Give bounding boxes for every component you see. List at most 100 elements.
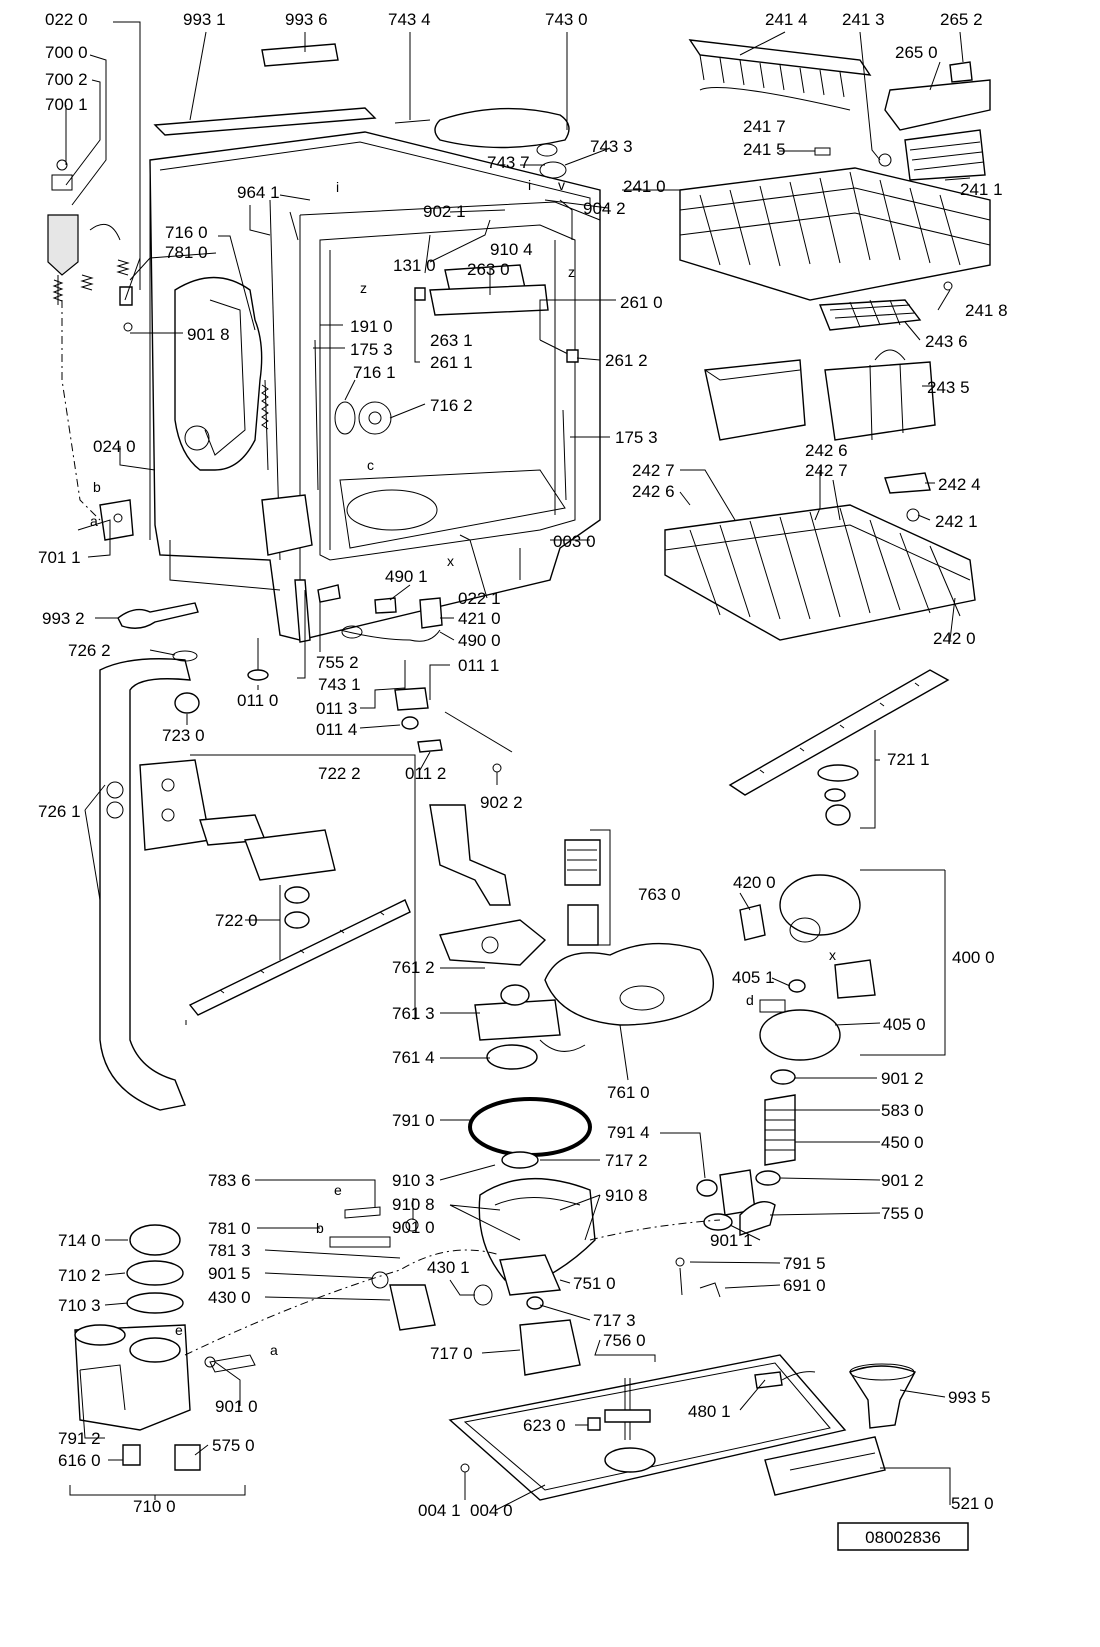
- part-label: 791 4: [607, 1123, 650, 1142]
- part-label: 743 1: [318, 675, 361, 694]
- part-label: 763 0: [638, 885, 681, 904]
- part-label: 241 3: [842, 10, 885, 29]
- part-label: 022 0: [45, 10, 88, 29]
- part-label: 902 2: [480, 793, 523, 812]
- foot-assembly-icon: [247, 638, 513, 773]
- part-label: 261 0: [620, 293, 663, 312]
- dishwasher-tub-icon: [149, 43, 601, 641]
- letter-marker: i: [336, 179, 339, 195]
- part-label: 242 7: [805, 461, 848, 480]
- part-label: 430 1: [427, 1258, 470, 1277]
- part-label: 722 0: [215, 911, 258, 930]
- part-label: 904 2: [583, 199, 626, 218]
- part-label: 241 7: [743, 117, 786, 136]
- part-label: 575 0: [212, 1436, 255, 1455]
- part-label: 791 0: [392, 1111, 435, 1130]
- letter-marker: c: [367, 457, 374, 473]
- part-label: 191 0: [350, 317, 393, 336]
- part-label: 901 5: [208, 1264, 251, 1283]
- part-label: 910 8: [605, 1186, 648, 1205]
- wash-sump-icon: [429, 804, 714, 1376]
- part-label: 011 1: [458, 656, 499, 675]
- part-label: 242 1: [935, 512, 978, 531]
- part-label: 241 5: [743, 140, 786, 159]
- part-label: 241 1: [960, 180, 1003, 199]
- part-label: 263 0: [467, 260, 510, 279]
- part-label: 242 4: [938, 475, 981, 494]
- part-label: 011 3: [316, 699, 357, 718]
- part-label: 714 0: [58, 1231, 101, 1250]
- part-label: 910 8: [392, 1195, 435, 1214]
- part-label: 721 1: [887, 750, 930, 769]
- part-label: 024 0: [93, 437, 136, 456]
- part-label: 743 0: [545, 10, 588, 29]
- base-tray-icon: [448, 1354, 847, 1501]
- part-label: 993 5: [948, 1388, 991, 1407]
- part-label: 022 1: [458, 589, 501, 608]
- part-label: 791 2: [58, 1429, 101, 1448]
- part-label: 743 7: [487, 153, 530, 172]
- part-label: 781 0: [165, 243, 208, 262]
- part-label: 901 0: [392, 1218, 435, 1237]
- document-number-box: 08002836: [837, 1522, 969, 1551]
- part-label: 717 0: [430, 1344, 473, 1363]
- part-label: 761 2: [392, 958, 435, 977]
- part-labels: 022 0 993 1 993 6 743 4 743 0 241 4 241 …: [38, 10, 1008, 1520]
- part-label: 405 0: [883, 1015, 926, 1034]
- part-label: 430 0: [208, 1288, 251, 1307]
- part-label: 450 0: [881, 1133, 924, 1152]
- part-label: 241 4: [765, 10, 808, 29]
- part-label: 011 2: [405, 764, 446, 783]
- part-label: 993 1: [183, 10, 226, 29]
- part-label: 616 0: [58, 1451, 101, 1470]
- part-label: 902 1: [423, 202, 466, 221]
- part-label: 701 1: [38, 548, 81, 567]
- part-label: 003 0: [553, 532, 596, 551]
- part-label: 716 0: [165, 223, 208, 242]
- part-label: 691 0: [783, 1276, 826, 1295]
- part-label: 722 2: [318, 764, 361, 783]
- wash-pump-icon: [675, 874, 876, 1298]
- spray-arm-lower-icon: [188, 814, 411, 1016]
- part-label: 756 0: [603, 1331, 646, 1350]
- letter-marker: e: [334, 1182, 342, 1198]
- part-label: 901 0: [215, 1397, 258, 1416]
- funnel-icon: [848, 1363, 917, 1429]
- part-label: 490 0: [458, 631, 501, 650]
- letter-marker: i: [528, 177, 531, 193]
- part-label: 265 2: [940, 10, 983, 29]
- letter-marker: a: [90, 513, 98, 529]
- letter-marker: b: [93, 479, 101, 495]
- part-label: 243 5: [927, 378, 970, 397]
- part-label: 901 2: [881, 1171, 924, 1190]
- part-label: 700 2: [45, 70, 88, 89]
- part-label: 716 2: [430, 396, 473, 415]
- part-label: 623 0: [523, 1416, 566, 1435]
- letter-marker: x: [829, 947, 836, 963]
- part-label: 011 4: [316, 720, 357, 739]
- part-label: 783 6: [208, 1171, 251, 1190]
- part-label: 242 6: [632, 482, 675, 501]
- part-label: 910 4: [490, 240, 533, 259]
- part-label: 710 3: [58, 1296, 101, 1315]
- part-label: 583 0: [881, 1101, 924, 1120]
- part-label: 004 0: [470, 1501, 513, 1520]
- part-label: 241 8: [965, 301, 1008, 320]
- letter-marker: z: [360, 280, 367, 296]
- leader-lines: [65, 21, 971, 1511]
- part-label: 726 1: [38, 802, 81, 821]
- part-label: 755 0: [881, 1204, 924, 1223]
- part-label: 261 1: [430, 353, 473, 372]
- part-label: 993 2: [42, 609, 85, 628]
- part-label: 761 4: [392, 1048, 435, 1067]
- part-label: 242 0: [933, 629, 976, 648]
- part-label: 743 3: [590, 137, 633, 156]
- part-label: 261 2: [605, 351, 648, 370]
- part-label: 710 2: [58, 1266, 101, 1285]
- part-label: 521 0: [951, 1494, 994, 1513]
- part-label: 243 6: [925, 332, 968, 351]
- letter-marker: e: [175, 1322, 183, 1338]
- part-label: 405 1: [732, 968, 775, 987]
- part-label: 761 0: [607, 1083, 650, 1102]
